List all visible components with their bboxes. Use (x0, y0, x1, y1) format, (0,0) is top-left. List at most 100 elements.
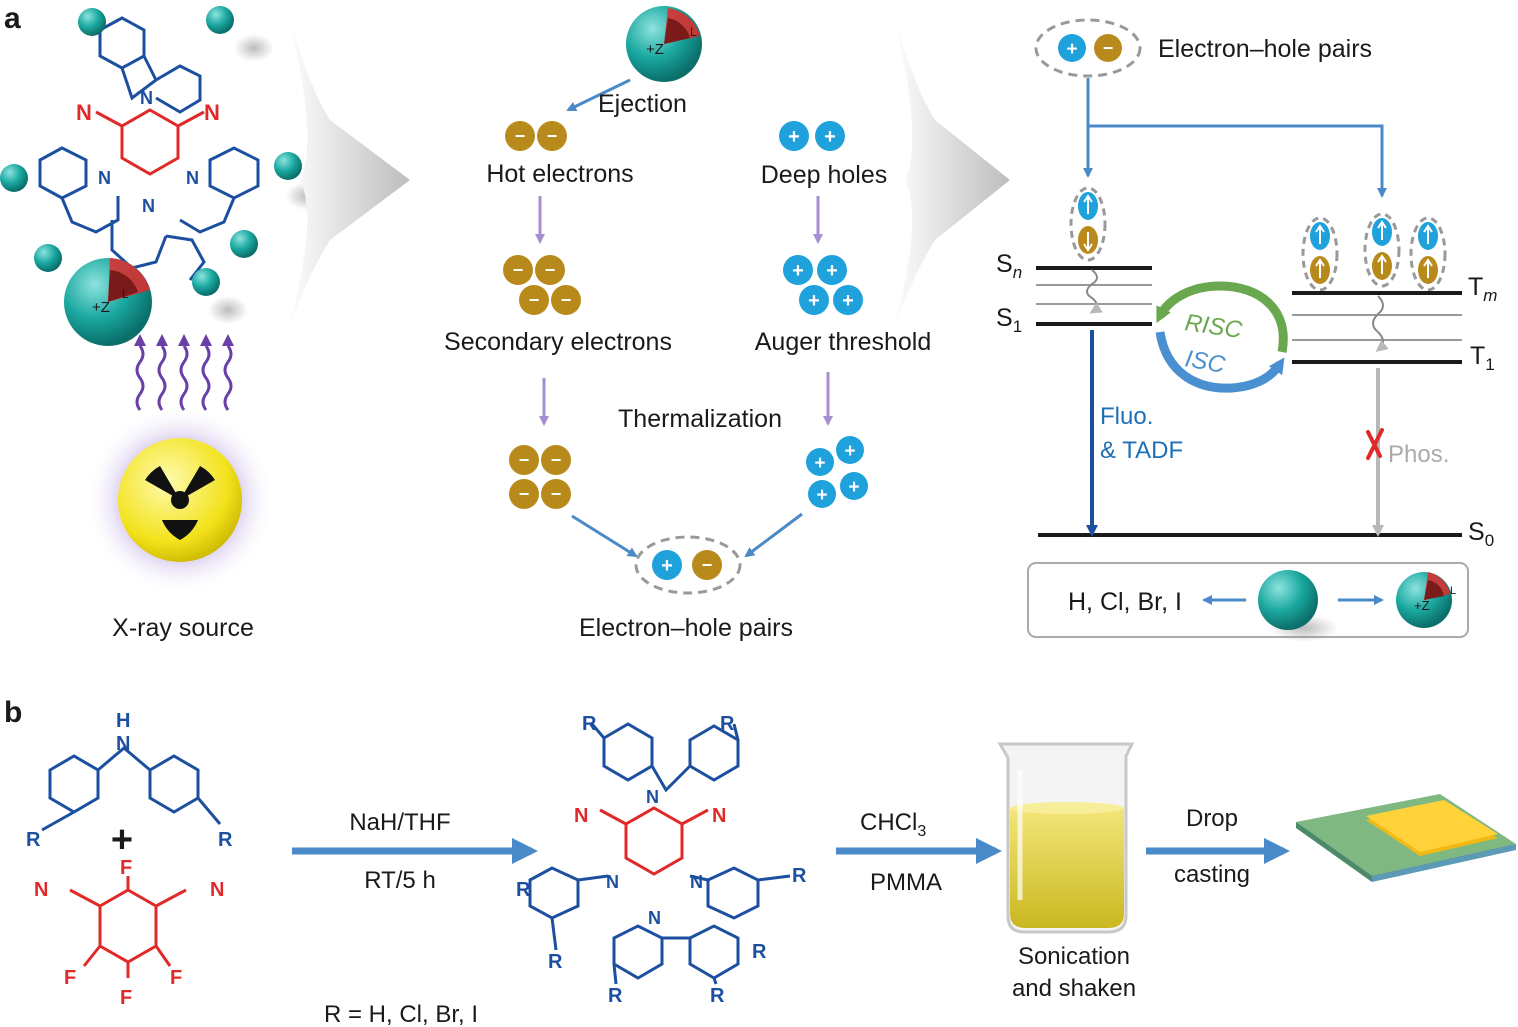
sign: − (519, 484, 530, 504)
bead (230, 230, 258, 258)
zl-text-3: +Z (1414, 598, 1430, 613)
deep-holes-group: + + (779, 121, 845, 151)
carbazole-nh-n: N (116, 733, 130, 755)
sign: − (1103, 38, 1114, 58)
secondary-electrons-group: − − − − (503, 255, 581, 315)
sign: + (814, 453, 825, 474)
singlet-relaxation-wiggle (1086, 269, 1103, 314)
solvent-main: CHCl (860, 809, 917, 836)
ejection-arrow (566, 78, 631, 112)
sign: + (816, 485, 827, 506)
prod-n-left-cn: N (574, 805, 588, 827)
sign: + (824, 126, 836, 148)
sonication-line1: Sonication (1018, 943, 1130, 970)
reagent-plus: + (111, 819, 133, 861)
bead (206, 6, 234, 34)
sonication-line2: and shaken (1012, 975, 1136, 1002)
film-substrate-icon (1296, 794, 1516, 882)
zl-text: +Z (92, 299, 110, 316)
sign: + (808, 290, 820, 312)
energy-levels (1036, 266, 1462, 537)
panel-a-letter: a (4, 2, 21, 35)
zl-sup-3: L (1450, 585, 1456, 597)
auger-holes-group: + + + + (783, 255, 863, 315)
hot-electrons-group: − − (505, 121, 567, 151)
label-sn: Sn (996, 250, 1022, 282)
label-sn-main: S (996, 250, 1013, 278)
sign: + (844, 441, 855, 462)
reagent-label: NaH/THF (349, 809, 450, 836)
sign: − (551, 450, 562, 470)
mol-a-n-left: N (76, 100, 92, 125)
r-definition: R = H, Cl, Br, I (324, 1001, 478, 1027)
deep-holes-label: Deep holes (761, 161, 887, 189)
label-s1-sub: 1 (1013, 317, 1022, 336)
label-tm-main: T (1468, 273, 1483, 301)
arrow-electrons-to-pair (571, 514, 638, 558)
tfdcb-n-right: N (210, 879, 224, 901)
label-tm: Tm (1468, 273, 1497, 305)
casting-label: casting (1174, 861, 1250, 888)
sign: + (826, 260, 838, 282)
arrow-holes-to-pair (744, 512, 803, 558)
bead (274, 152, 302, 180)
carbazole-r-right: R (218, 829, 233, 851)
eh-pairs-top-label: Electron–hole pairs (1158, 35, 1372, 63)
prod-n-top: N (646, 787, 659, 807)
fluo-label-line2: & TADF (1100, 437, 1183, 464)
label-s1-main: S (996, 304, 1013, 332)
sign: − (529, 290, 540, 310)
phos-label: Phos. (1388, 441, 1449, 468)
eh-pair-top: + − (1034, 18, 1142, 78)
bead-shadow (234, 34, 274, 62)
eh-pair-bottom: + − (634, 535, 742, 595)
bead-shadow (208, 296, 248, 324)
label-s1: S1 (996, 304, 1022, 336)
sign: − (547, 126, 558, 146)
label-t1: T1 (1470, 342, 1495, 374)
tfdcb-reagent (69, 876, 187, 978)
label-s0-main: S (1468, 518, 1485, 546)
blocked-x-icon (1366, 428, 1384, 460)
label-s0-sub: 0 (1485, 531, 1494, 550)
prod-r-1: R (582, 713, 597, 735)
carbazole-nh-h: H (116, 710, 130, 732)
sign: + (788, 126, 800, 148)
beaker-icon (997, 742, 1135, 934)
bead (78, 8, 106, 36)
prod-n-right-cn: N (712, 805, 726, 827)
tfdcb-f-top: F (120, 857, 132, 879)
ejection-label: Ejection (598, 90, 687, 118)
label-sn-sub: n (1013, 263, 1022, 282)
carbazole-r-left: R (26, 829, 41, 851)
zl-sphere-small: +Z L (1396, 572, 1456, 628)
sign: − (545, 260, 556, 280)
drop-label: Drop (1186, 805, 1238, 832)
product-molecule: N N N N N N R R R R R R R R (516, 713, 807, 1007)
eh-pairs-bottom-label: Electron–hole pairs (579, 614, 793, 642)
bead (0, 164, 28, 192)
prod-r-3: R (516, 879, 531, 901)
chevron-left (285, 0, 410, 340)
auger-threshold-label: Auger threshold (755, 328, 932, 356)
prod-n-left: N (606, 872, 619, 892)
thermalization-label: Thermalization (618, 405, 782, 433)
triplet-relaxation-wiggle (1372, 295, 1389, 352)
sign: − (513, 260, 524, 280)
bead (192, 268, 220, 296)
solvent-label: CHCl3 (860, 809, 926, 840)
hot-electrons-label: Hot electrons (486, 160, 633, 188)
xray-source-label: X-ray source (112, 614, 254, 642)
risc-arc (1155, 281, 1288, 353)
bead (34, 244, 62, 272)
label-tm-sub: m (1483, 286, 1497, 305)
xray-wavy-arrows (135, 345, 233, 411)
sign: + (842, 290, 854, 312)
xray-source-icon (85, 405, 275, 595)
sign: − (515, 126, 526, 146)
thermalized-electrons-group: − − − − (509, 445, 571, 509)
branch-arrows (1083, 78, 1387, 198)
carbazole-reagent (41, 746, 222, 832)
tfdcb-f-bottom: F (120, 987, 132, 1009)
